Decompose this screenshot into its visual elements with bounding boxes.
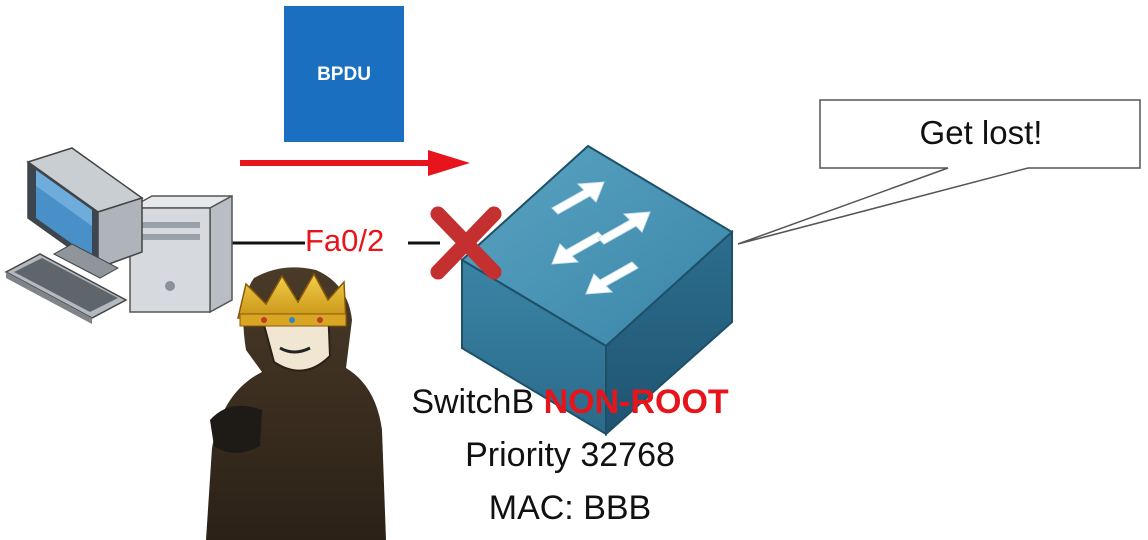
switch-name-line: SwitchB NON-ROOT bbox=[330, 383, 810, 422]
switch-role: NON-ROOT bbox=[543, 383, 729, 421]
x-mark-icon bbox=[430, 206, 502, 280]
switch-mac: MAC: BBB bbox=[488, 489, 652, 527]
bpdu-arrow bbox=[240, 150, 470, 176]
hacker-king-icon bbox=[206, 267, 386, 540]
switch-priority: Priority 32768 bbox=[465, 436, 675, 474]
bpdu-box bbox=[284, 6, 404, 142]
bpdu-label: BPDU bbox=[317, 64, 371, 85]
computer-icon bbox=[4, 147, 233, 324]
callout-text: Get lost! bbox=[919, 114, 1043, 151]
callout-bubble bbox=[737, 99, 1141, 245]
switch-icon bbox=[460, 144, 734, 437]
switch-name: SwitchB bbox=[411, 383, 535, 421]
port-label: Fa0/2 bbox=[305, 223, 385, 258]
